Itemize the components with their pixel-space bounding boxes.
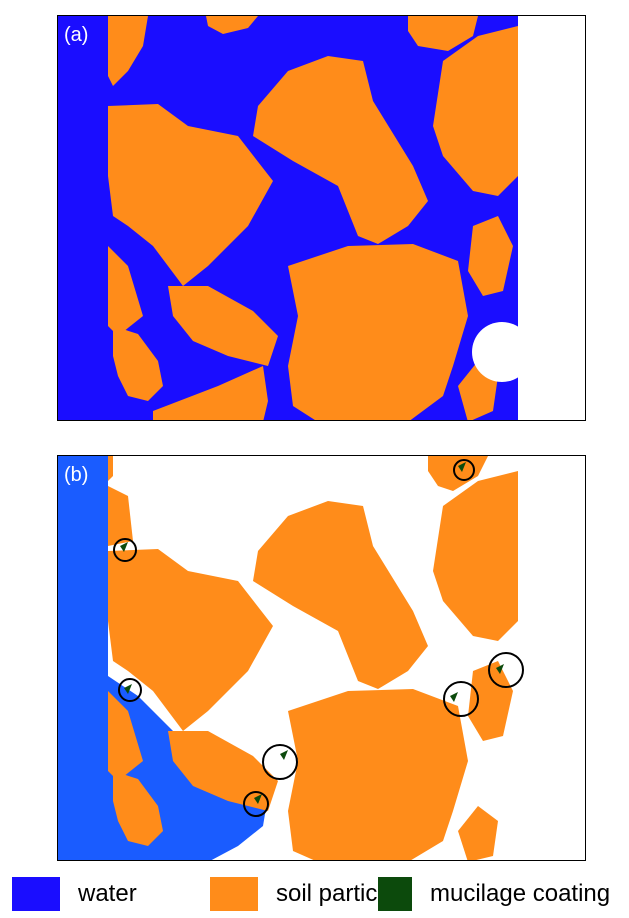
panel-a-image (58, 16, 585, 420)
legend-label-mucilage: mucilage coating (430, 880, 611, 907)
mucilage-swatch (378, 877, 412, 911)
root-cross-section (472, 322, 532, 382)
water-swatch (12, 877, 60, 911)
marker-circle-1 (453, 459, 475, 481)
legend-label-water: water (78, 880, 137, 907)
marker-circle-2 (113, 538, 137, 562)
legend-item-soil: soil particle (210, 876, 396, 912)
panel-a: (a) (57, 15, 586, 421)
soil-particles (108, 16, 518, 420)
legend-item-mucilage: mucilage coating (378, 876, 610, 912)
legend: water soil particle mucilage coating (0, 876, 629, 912)
marker-circle-5 (443, 681, 479, 717)
panel-b-image (58, 456, 585, 860)
mucilage-patches (120, 462, 504, 804)
panel-b: (b) (57, 455, 586, 861)
right-empty-strip-b (518, 456, 585, 860)
soil-particles-b (108, 456, 518, 860)
soil-swatch (210, 877, 258, 911)
inlet-water-strip (58, 16, 108, 420)
panel-b-label: (b) (64, 464, 89, 486)
panel-a-label: (a) (64, 24, 89, 46)
marker-circle-7 (243, 791, 269, 817)
marker-circle-4 (488, 652, 524, 688)
legend-label-soil: soil particle (276, 880, 397, 907)
inlet-water-strip-b (58, 456, 108, 860)
marker-circle-3 (118, 678, 142, 702)
legend-item-water: water (12, 876, 137, 912)
mucilage-bridge-markers (113, 459, 524, 817)
marker-circle-6 (262, 744, 298, 780)
